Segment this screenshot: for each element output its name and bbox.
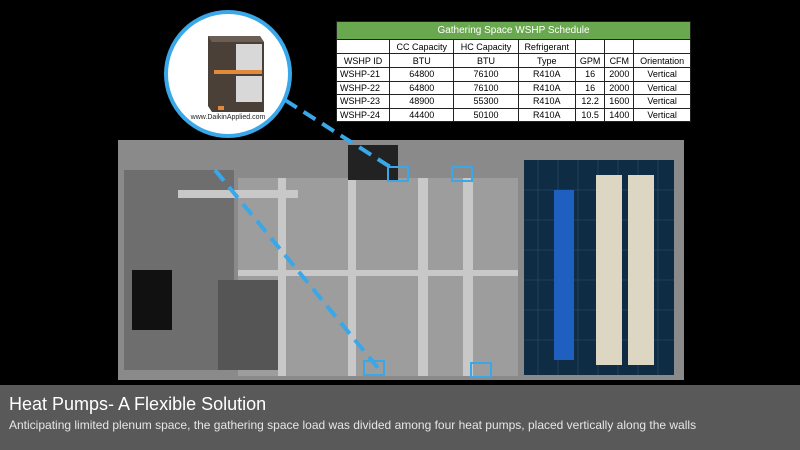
table-row: WSHP-22 64800 76100 R410A 16 2000 Vertic… xyxy=(335,80,691,95)
table-cell: 48900 xyxy=(389,94,455,109)
header-cell: GPM xyxy=(574,53,606,68)
table-cell: 16 xyxy=(574,80,606,95)
header-cell: BTU xyxy=(389,53,455,68)
product-url: www.DaikinApplied.com xyxy=(190,114,266,121)
header-cell: CC Capacity xyxy=(389,39,455,54)
table-row: WSHP-21 64800 76100 R410A 16 2000 Vertic… xyxy=(335,67,691,82)
table-cell: R410A xyxy=(517,67,576,82)
floor-plan-render xyxy=(118,130,684,382)
table-cell: 64800 xyxy=(389,67,455,82)
table-cell: 1600 xyxy=(604,94,635,109)
header-cell xyxy=(574,39,606,54)
table-cell: Vertical xyxy=(633,94,691,109)
header-cell: WSHP ID xyxy=(335,53,391,68)
table-cell: 76100 xyxy=(453,80,519,95)
slide-title: Heat Pumps- A Flexible Solution xyxy=(9,394,267,414)
table-cell: R410A xyxy=(517,80,576,95)
table-cell: 1400 xyxy=(604,107,635,122)
table-row: WSHP-23 48900 55300 R410A 12.2 1600 Vert… xyxy=(335,94,691,109)
table-cell: 50100 xyxy=(453,107,519,122)
header-cell xyxy=(335,39,391,54)
table-cell: 64800 xyxy=(389,80,455,95)
header-cell: Type xyxy=(517,53,576,68)
table-cell: 12.2 xyxy=(574,94,606,109)
table-cell: Vertical xyxy=(633,67,691,82)
header-cell: Refrigerant xyxy=(517,39,576,54)
table-cell: WSHP-23 xyxy=(335,94,391,109)
table-cell: Vertical xyxy=(633,107,691,122)
header-cell: Orientation xyxy=(633,53,691,68)
caption-banner: Heat Pumps- A Flexible Solution Anticipa… xyxy=(0,385,800,450)
schedule-title: Gathering Space WSHP Schedule xyxy=(336,21,691,40)
table-row: WSHP-24 44400 50100 R410A 10.5 1400 Vert… xyxy=(335,107,691,122)
table-cell: WSHP-22 xyxy=(335,80,391,95)
header-cell: HC Capacity xyxy=(453,39,519,54)
table-cell: WSHP-24 xyxy=(335,107,391,122)
table-header-row: WSHP ID BTU BTU Type GPM CFM Orientation xyxy=(335,53,691,68)
header-cell: BTU xyxy=(453,53,519,68)
table-cell: 16 xyxy=(574,67,606,82)
heat-pump-unit-icon xyxy=(208,36,264,112)
header-cell xyxy=(633,39,691,54)
header-cell: CFM xyxy=(604,53,635,68)
table-cell: Vertical xyxy=(633,80,691,95)
header-cell xyxy=(604,39,635,54)
table-cell: R410A xyxy=(517,107,576,122)
table-cell: 10.5 xyxy=(574,107,606,122)
table-cell: R410A xyxy=(517,94,576,109)
table-cell: 55300 xyxy=(453,94,519,109)
table-header-row: CC Capacity HC Capacity Refrigerant xyxy=(335,39,691,54)
table-cell: 76100 xyxy=(453,67,519,82)
floor-plan-drawing xyxy=(118,140,684,380)
heat-pump-photo: www.DaikinApplied.com xyxy=(164,10,292,138)
table-cell: WSHP-21 xyxy=(335,67,391,82)
slide-subtitle: Anticipating limited plenum space, the g… xyxy=(9,418,697,432)
wshp-schedule-table: Gathering Space WSHP Schedule CC Capacit… xyxy=(335,21,691,122)
table-cell: 44400 xyxy=(389,107,455,122)
table-cell: 2000 xyxy=(604,67,635,82)
table-cell: 2000 xyxy=(604,80,635,95)
